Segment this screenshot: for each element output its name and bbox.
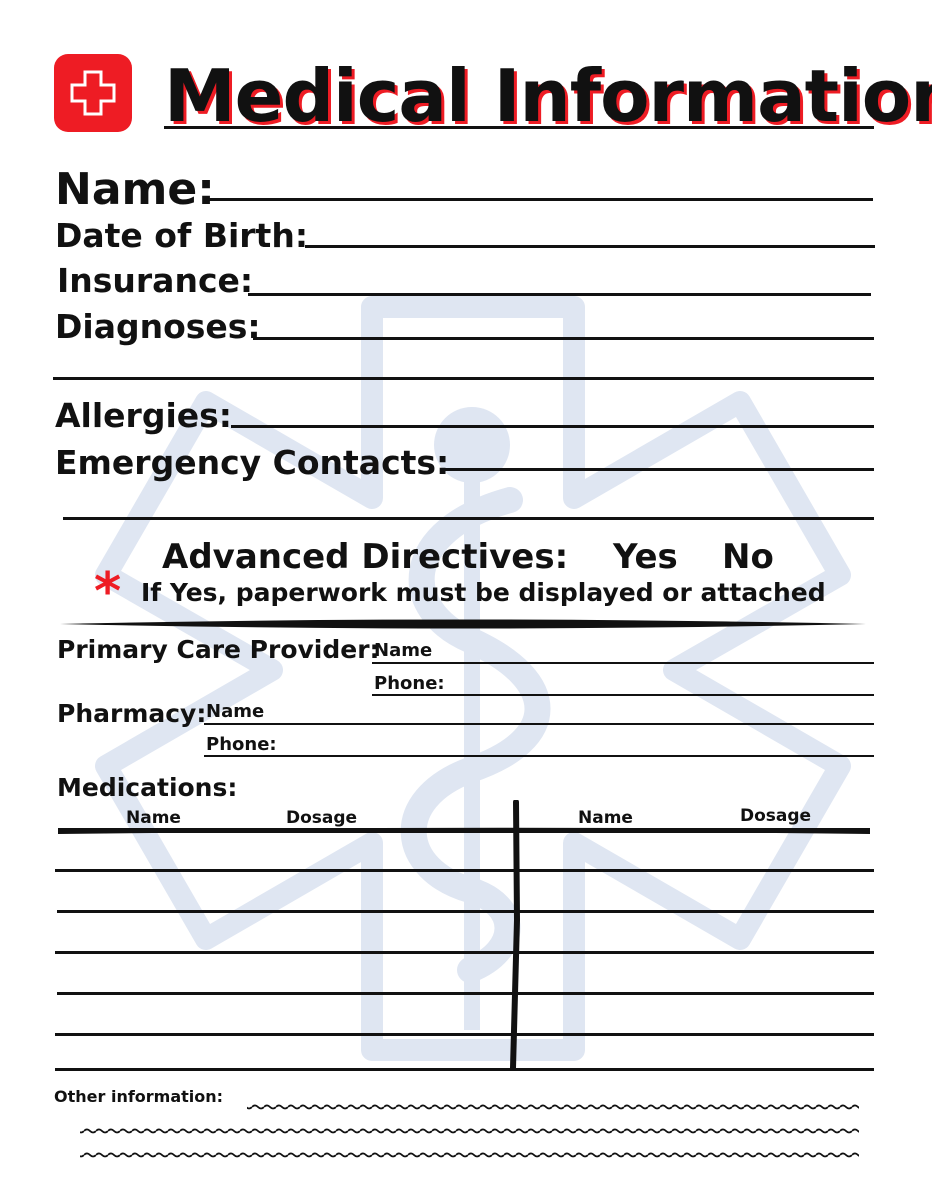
- emergency-contacts-field-2[interactable]: [63, 517, 874, 520]
- allergies-field[interactable]: [231, 425, 874, 428]
- directives-label: Advanced Directives:: [162, 537, 569, 577]
- pcp-phone-label: Phone:: [374, 673, 445, 694]
- med-col-dosage-left: Dosage: [286, 808, 358, 828]
- asterisk-icon: *: [94, 562, 122, 622]
- other-information-label: Other information:: [54, 1087, 224, 1106]
- diagnoses-field-2[interactable]: [53, 377, 874, 380]
- pcp-phone-field[interactable]: [372, 694, 874, 696]
- red-cross-icon: [54, 54, 132, 132]
- pharmacy-name-field[interactable]: [204, 723, 874, 725]
- directives-no-option[interactable]: No: [722, 537, 774, 577]
- medication-row[interactable]: [55, 1033, 874, 1036]
- insurance-label: Insurance:: [57, 261, 254, 300]
- emergency-contacts-field[interactable]: [445, 468, 874, 471]
- pcp-name-field[interactable]: [372, 662, 874, 664]
- medications-table-divider: [510, 800, 521, 1070]
- emergency-contacts-label: Emergency Contacts:: [55, 443, 450, 482]
- diagnoses-field[interactable]: [253, 337, 874, 340]
- med-col-name-right: Name: [578, 808, 633, 828]
- directives-note: If Yes, paperwork must be displayed or a…: [141, 578, 826, 607]
- allergies-label: Allergies:: [55, 396, 232, 435]
- name-label: Name:: [55, 164, 215, 215]
- medication-row[interactable]: [57, 910, 874, 913]
- medication-row[interactable]: [55, 869, 874, 872]
- medication-row[interactable]: [55, 1068, 874, 1071]
- dob-field[interactable]: [305, 245, 875, 248]
- name-field[interactable]: [205, 198, 873, 201]
- dob-label: Date of Birth:: [55, 216, 309, 255]
- other-information-field[interactable]: [0, 1095, 932, 1165]
- pharmacy-phone-field[interactable]: [204, 755, 874, 757]
- section-divider: [60, 619, 866, 629]
- pharmacy-label: Pharmacy:: [57, 699, 207, 728]
- pcp-label: Primary Care Provider:: [57, 635, 380, 664]
- directives-yes-option[interactable]: Yes: [613, 537, 678, 577]
- medications-table-header-line: [58, 827, 870, 834]
- medications-label: Medications:: [57, 773, 238, 802]
- pcp-name-label: Name: [374, 640, 433, 661]
- pharmacy-phone-label: Phone:: [206, 734, 277, 755]
- med-col-dosage-right: Dosage: [740, 806, 812, 826]
- pharmacy-name-label: Name: [206, 701, 265, 722]
- medication-row[interactable]: [55, 951, 874, 954]
- page-title: Medical Information: [164, 54, 932, 138]
- diagnoses-label: Diagnoses:: [55, 307, 261, 346]
- title-underline: [164, 126, 874, 129]
- insurance-field[interactable]: [248, 293, 871, 296]
- med-col-name-left: Name: [126, 808, 181, 828]
- medication-row[interactable]: [57, 992, 874, 995]
